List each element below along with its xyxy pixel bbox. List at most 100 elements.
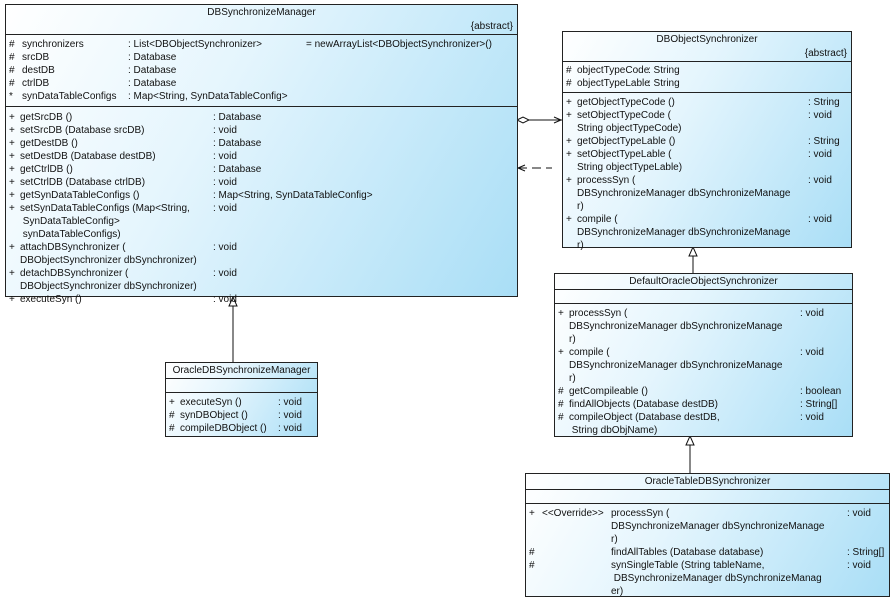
method-name: getSynDataTableConfigs ()	[20, 190, 140, 201]
method-type: : void	[213, 151, 237, 162]
method-name: detachDBSynchronizer ( DBObjectSynchroni…	[20, 268, 197, 292]
method-name: compileDBObject ()	[180, 423, 267, 434]
attribute-row: #srcDB: Database	[6, 51, 517, 64]
method-row: +setSrcDB (Database srcDB): void	[6, 124, 517, 137]
method-type: : void	[800, 308, 824, 319]
method-name: setObjectTypeCode ( String objectTypeCod…	[577, 110, 682, 134]
attribute-type: : String	[648, 65, 680, 76]
method-name: executeSyn ()	[180, 397, 242, 408]
method-row: + setObjectTypeCode ( String objectTypeCo…	[563, 109, 851, 135]
method-type: : void	[213, 125, 237, 136]
method-name: processSyn ( DBSynchronizeManager dbSync…	[569, 308, 783, 345]
attribute-row: #objectTypeLable: String	[563, 77, 851, 90]
visibility-marker: #	[9, 65, 15, 76]
method-type: : void	[800, 347, 824, 358]
visibility-marker: +	[9, 164, 15, 175]
attribute-name: synchronizers	[22, 39, 84, 50]
method-name: setDestDB (Database destDB)	[20, 151, 156, 162]
visibility-marker: +	[169, 397, 175, 408]
visibility-marker: +	[9, 268, 15, 279]
initial-value: = newArrayList<DBObjectSynchronizer>()	[306, 39, 492, 50]
method-row: +compile ( DBSynchronizeManager dbSynchr…	[555, 346, 852, 385]
method-row: + getSynDataTableConfigs () : Map<String, …	[6, 189, 517, 202]
class-dbobject-synchronizer: DBObjectSynchronizer{abstract}#objectTyp…	[562, 31, 852, 251]
class-title: DBSynchronizeManager	[207, 7, 316, 18]
method-name: getCtrlDB ()	[20, 164, 73, 175]
visibility-marker: +	[558, 308, 564, 319]
visibility-marker: +	[9, 177, 15, 188]
method-row: #findAllTables (Database database): Stri…	[526, 546, 889, 559]
attribute-row: #destDB: Database	[6, 64, 517, 77]
visibility-marker: +	[566, 175, 572, 186]
class-title: DefaultOracleObjectSynchronizer	[629, 276, 778, 287]
method-row: +compile ( DBSynchronizeManager dbSynchr…	[563, 213, 851, 252]
class-title: OracleTableDBSynchronizer	[644, 476, 771, 487]
method-row: + executeSyn () : void	[166, 396, 317, 409]
visibility-marker: +	[529, 508, 535, 519]
visibility-marker: #	[529, 547, 535, 558]
methods-section: + processSyn ( DBSynchronizeManager dbSyn…	[555, 303, 852, 437]
method-type: : Map<String, SynDataTableConfig>	[213, 190, 373, 201]
method-row: #synSingleTable (String tableName, DBSyn…	[526, 559, 889, 598]
method-name: getCompileable ()	[569, 386, 648, 397]
method-row: #synDBObject (): void	[166, 409, 317, 422]
visibility-marker: +	[9, 190, 15, 201]
method-type: : void	[278, 410, 302, 421]
visibility-marker: #	[558, 412, 564, 423]
class-title: OracleDBSynchronizeManager	[172, 365, 311, 376]
attributes-section	[526, 489, 889, 503]
method-row: +setDestDB (Database destDB): void	[6, 150, 517, 163]
method-type: : String	[808, 97, 840, 108]
method-row: #compileDBObject (): void	[166, 422, 317, 435]
method-type: : void	[808, 214, 832, 225]
method-row: +getDestDB (): Database	[6, 137, 517, 150]
method-name: getSrcDB ()	[20, 112, 73, 123]
generalization-triangle-icon	[685, 434, 695, 446]
visibility-marker: #	[529, 560, 535, 571]
method-name: attachDBSynchronizer ( DBObjectSynchroni…	[20, 242, 197, 266]
method-name: compileObject (Database destDB, String d…	[569, 412, 720, 436]
method-type: : void	[213, 177, 237, 188]
method-type: : boolean	[800, 386, 842, 397]
visibility-marker: +	[566, 136, 572, 147]
class-stereotype: {abstract}	[804, 48, 847, 59]
attribute-name: destDB	[22, 65, 55, 76]
method-row: # getCompileable () : boolean	[555, 385, 852, 398]
method-name: setSynDataTableConfigs (Map<String, SynD…	[20, 203, 190, 240]
visibility-marker: #	[9, 78, 15, 89]
attributes-section: #objectTypeCode: String#objectTypeLable:…	[563, 61, 851, 92]
visibility-marker: +	[566, 110, 572, 121]
method-type: : void	[278, 397, 302, 408]
method-row: +getObjectTypeCode (): String	[563, 96, 851, 109]
visibility-marker: +	[558, 347, 564, 358]
method-name: setObjectTypeLable ( String objectTypeLa…	[577, 149, 683, 173]
visibility-marker: #	[558, 386, 564, 397]
method-row: + setCtrlDB (Database ctrlDB) : void	[6, 176, 517, 189]
attributes-section	[555, 289, 852, 303]
method-type: : void	[808, 110, 832, 121]
method-type: : void	[847, 508, 871, 519]
visibility-marker: +	[9, 242, 15, 253]
method-row: + processSyn ( DBSynchronizeManager dbSyn…	[563, 174, 851, 213]
method-type: : Database	[213, 164, 262, 175]
methods-section: +getObjectTypeCode (): String+setObjectT…	[563, 92, 851, 252]
method-type: : void	[800, 412, 824, 423]
attribute-type: : String	[648, 78, 680, 89]
attributes-section: #synchronizers: List<DBObjectSynchronize…	[6, 34, 517, 106]
method-name: processSyn ( DBSynchronizeManager dbSync…	[577, 175, 791, 212]
visibility-marker: #	[169, 410, 175, 421]
method-name: compile ( DBSynchronizeManager dbSynchro…	[577, 214, 791, 251]
attribute-name: objectTypeLable	[577, 78, 650, 89]
arrowhead-icon	[553, 116, 563, 124]
method-type: : void	[278, 423, 302, 434]
method-row: +setSynDataTableConfigs (Map<String, Syn…	[6, 202, 517, 241]
visibility-marker: +	[9, 294, 15, 305]
method-row: +getSrcDB (): Database	[6, 111, 517, 124]
method-row: +executeSyn (): void	[6, 293, 517, 306]
attribute-name: ctrlDB	[22, 78, 50, 89]
method-name: setCtrlDB (Database ctrlDB)	[20, 177, 146, 188]
visibility-marker: +	[566, 97, 572, 108]
attribute-name: srcDB	[22, 52, 50, 63]
